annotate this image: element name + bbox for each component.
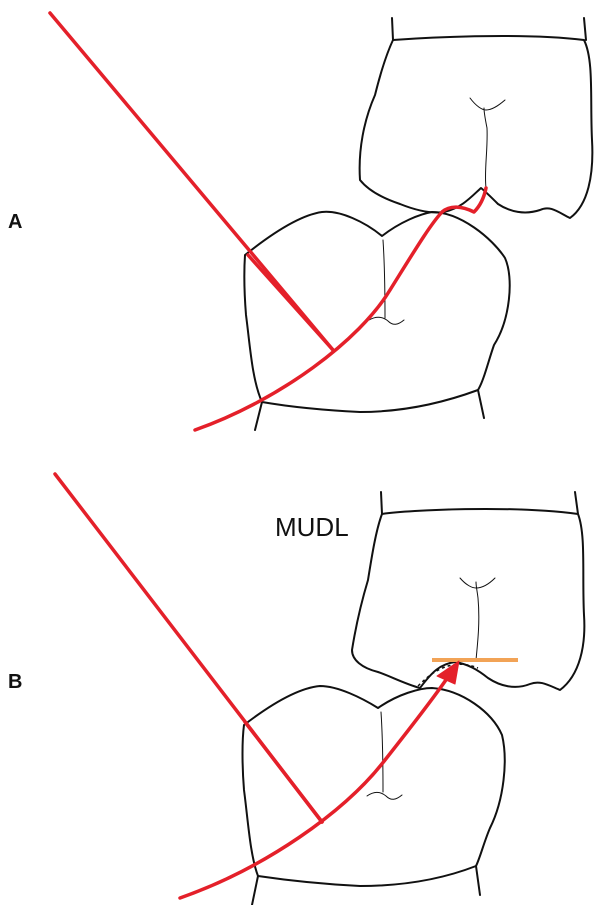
lower-tooth-b-crown — [243, 686, 505, 886]
perpendicular-line-b — [245, 722, 322, 822]
lower-tooth-a — [244, 212, 509, 430]
lower-tooth-a-groove — [383, 240, 385, 318]
upper-tooth-b-fossa — [460, 578, 495, 588]
upper-tooth-b-groove — [476, 582, 479, 660]
long-axis-line-a — [50, 13, 333, 350]
red-lines-a — [50, 13, 486, 430]
perpendicular-line-a — [248, 255, 333, 350]
arc-arrow-line-b — [180, 674, 450, 898]
arc-line-a — [195, 188, 486, 430]
panel-a: A — [8, 13, 592, 430]
panel-a-label: A — [8, 211, 22, 233]
lower-tooth-b — [243, 686, 505, 905]
panel-b: B MUDL — [8, 474, 584, 905]
upper-tooth-a — [360, 18, 593, 218]
lower-tooth-a-fossa — [369, 317, 404, 324]
upper-tooth-a-fossa — [470, 98, 505, 110]
lower-tooth-b-fossa — [367, 792, 402, 799]
mudl-label: MUDL — [275, 512, 349, 542]
upper-tooth-b-crown — [352, 509, 584, 690]
panel-b-label: B — [8, 671, 22, 693]
upper-tooth-a-groove — [484, 108, 487, 188]
lower-tooth-a-crown — [244, 212, 509, 412]
lower-tooth-b-groove — [381, 712, 383, 792]
red-lines-b — [55, 474, 459, 898]
upper-tooth-a-crown — [360, 36, 593, 218]
lower-tooth-a-root-lines — [255, 390, 484, 430]
